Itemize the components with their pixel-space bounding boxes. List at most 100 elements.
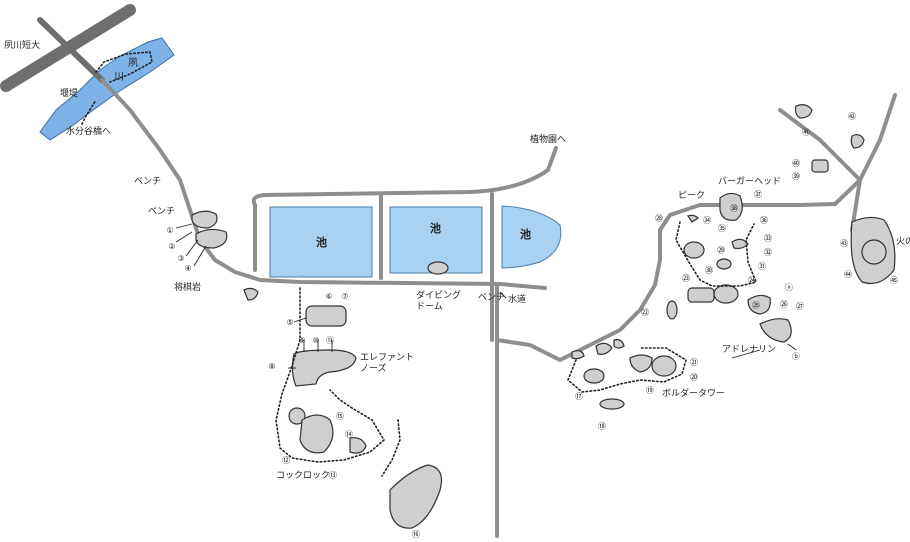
marker-label: ㊱ <box>760 216 768 225</box>
marker-label: ㊴ <box>792 172 800 181</box>
marker-38: ㊳ <box>730 204 738 213</box>
label-diving: ダイビングドーム <box>416 289 461 312</box>
marker-5: ⑤ <box>286 318 293 327</box>
rock-25 <box>747 294 771 315</box>
pond-3 <box>501 205 562 269</box>
rock-cock <box>299 414 334 454</box>
rock-elephant <box>291 349 357 387</box>
marker-label: ㉘ <box>655 214 663 223</box>
rock-small-1 <box>243 287 259 301</box>
marker-20: ⑳ <box>690 373 698 382</box>
marker-7: ⑦ <box>341 292 348 301</box>
marker-label: ㉓ <box>682 274 690 283</box>
label-shogi: 将棋岩 <box>174 281 201 293</box>
marker-label: ㉗ <box>796 302 804 311</box>
marker-1: ① <box>166 226 173 235</box>
marker-label: ⑱ <box>598 422 606 431</box>
marker-label: ⑤ <box>286 318 293 327</box>
marker-30: ㉚ <box>705 266 713 275</box>
rock-boulder-19 <box>629 354 653 373</box>
marker-label: ㉒ <box>641 308 649 317</box>
rock-42 <box>850 134 865 149</box>
trail-east-loop <box>567 347 687 393</box>
label-bench-3: ベンチ <box>478 292 505 303</box>
rock-adrenaline <box>759 318 792 343</box>
label-boulder: ボルダータワー <box>662 387 725 399</box>
label-weir: 堰堤 <box>60 88 78 99</box>
rock-31 <box>731 238 749 250</box>
marker-8: ⑧ <box>268 362 275 371</box>
marker-15: ⑮ <box>336 412 344 421</box>
rock-small-5 <box>613 339 625 349</box>
marker-40: ㊵ <box>792 159 800 168</box>
marker-13: ⑬ <box>329 471 337 480</box>
marker-18: ⑱ <box>598 422 606 431</box>
marker-label: ⑥ <box>325 292 332 301</box>
marker-4: ④ <box>184 264 191 273</box>
marker-11: ⑪ <box>326 336 334 345</box>
marker-27: ㉗ <box>796 302 804 311</box>
marker-label: ⑪ <box>326 336 334 345</box>
pond-label-1: 池 <box>316 235 327 249</box>
rock-small-2 <box>288 407 306 425</box>
marker-45: ㊺ <box>890 276 898 285</box>
svg-text:川: 川 <box>114 72 124 83</box>
rock-22 <box>666 300 678 320</box>
rock-diving-dome <box>427 261 449 275</box>
marker-32: ㉜ <box>764 248 772 257</box>
rock-boulder-20 <box>651 355 677 377</box>
marker-43: ㊸ <box>840 239 848 248</box>
marker-label: ⑰ <box>575 392 583 401</box>
marker-label: ② <box>168 242 175 251</box>
marker-44: ㊹ <box>844 270 852 279</box>
pond-1 <box>269 206 373 278</box>
marker-label: ㉕ <box>752 301 760 310</box>
marker-label: ⑳ <box>690 373 698 382</box>
marker-label: ⑭ <box>345 430 353 439</box>
marker-label: ㊳ <box>730 204 738 213</box>
marker-label: ㊶ <box>802 128 810 137</box>
marker-label: ㉞ <box>703 216 711 225</box>
marker-label: ㉑ <box>690 358 698 367</box>
marker-9: ⑨ <box>298 336 305 345</box>
marker-34: ㉞ <box>703 216 711 225</box>
marker-label: ① <box>166 226 173 235</box>
road-west <box>100 78 547 290</box>
marker-29: ㉙ <box>717 246 725 255</box>
rock-29 <box>683 241 705 259</box>
marker-10: ⑩ <box>312 336 319 345</box>
label-top-left: 夙川短大 <box>4 39 40 51</box>
marker-33: ㉝ <box>764 234 772 243</box>
trail-west-rocks <box>275 287 386 463</box>
marker-label: ㊺ <box>890 276 898 285</box>
marker-25: ㉕ <box>752 301 760 310</box>
marker-label: ㉙ <box>717 246 725 255</box>
marker-label: ⑮ <box>336 412 344 421</box>
marker-12: ⑫ <box>282 456 290 465</box>
marker-label: ㊵ <box>792 159 800 168</box>
marker-21: ㉑ <box>690 358 698 367</box>
marker-23: ㉓ <box>682 274 690 283</box>
marker-28: ㉘ <box>655 214 663 223</box>
marker-22: ㉒ <box>641 308 649 317</box>
marker-31: ㉛ <box>758 262 766 271</box>
marker-16: ⑯ <box>412 530 420 539</box>
trail-south <box>381 419 401 477</box>
road-northeast-branch <box>778 108 860 180</box>
label-elephant: エレファントノーズ <box>360 353 414 374</box>
marker-35: ㉟ <box>718 224 726 233</box>
rock-30 <box>716 258 732 270</box>
rock-5-6-7 <box>305 305 347 327</box>
marker-label: ㉟ <box>718 224 726 233</box>
rock-18 <box>599 398 625 410</box>
marker-label: ⑫ <box>282 456 290 465</box>
river-label: 夙 川 <box>114 57 138 83</box>
marker-label: ⑧ <box>268 362 275 371</box>
marker-label: ㊹ <box>844 270 852 279</box>
rock-small-3 <box>571 350 585 360</box>
marker-label: ㉔ <box>748 276 756 285</box>
rock-41 <box>794 104 813 119</box>
rock-shogi-2 <box>195 228 228 249</box>
marker-label: ④ <box>184 264 191 273</box>
